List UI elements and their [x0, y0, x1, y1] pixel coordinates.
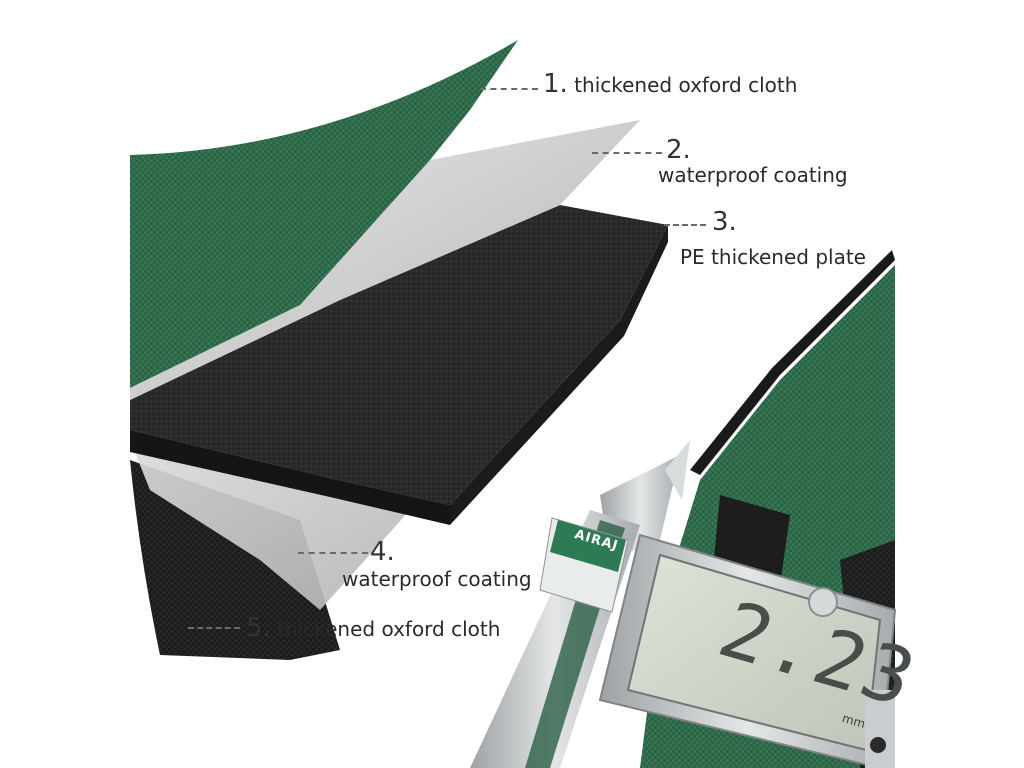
- layer-4-waterproof-coating: [130, 440, 410, 610]
- layer-4-name-label: waterproof coating: [342, 568, 532, 590]
- layer-3-number: 3.: [712, 207, 737, 237]
- layer-4-number: 4.: [370, 537, 395, 567]
- caliper-power-button[interactable]: [870, 737, 886, 753]
- layer-1-number: 1.: [543, 69, 568, 99]
- caliper-thumb-knob: [808, 587, 838, 617]
- layer-5-label: 5. thickened oxford cloth: [246, 614, 500, 643]
- layer-2-waterproof-coating: [130, 120, 640, 400]
- leader-line-5: [188, 627, 240, 629]
- layer-1-green-oxford-cloth: [130, 40, 518, 388]
- leader-line-3: [664, 224, 706, 226]
- layer-3-name-label: PE thickened plate: [680, 246, 866, 268]
- layer-3-label: 3.: [712, 208, 737, 237]
- digital-caliper: [470, 440, 897, 768]
- layer-3-pe-plate-side: [450, 225, 668, 525]
- green-fabric-edge: [690, 250, 895, 475]
- layer-5-number: 5.: [246, 613, 271, 643]
- caliper-button-strip: [865, 690, 895, 768]
- layer-2-label: 2.: [666, 136, 691, 165]
- leader-line-4: [298, 552, 368, 554]
- layer-3-pe-plate-edge: [130, 430, 450, 525]
- layer-1-name: thickened oxford cloth: [574, 73, 798, 97]
- layer-2-number: 2.: [666, 135, 691, 165]
- layer-2-name-label: waterproof coating: [658, 164, 848, 186]
- layer-3-name: PE thickened plate: [680, 245, 866, 269]
- layer-3-pe-plate-top: [130, 205, 668, 505]
- layer-1-label: 1. thickened oxford cloth: [543, 70, 797, 99]
- layer-2-name: waterproof coating: [658, 163, 848, 187]
- layer-4-label: 4.: [370, 538, 395, 567]
- caliper-brand-band: [550, 520, 626, 572]
- caliper-jaw-tip: [665, 440, 690, 500]
- leader-line-2: [592, 152, 662, 154]
- leader-line-1: [480, 88, 538, 90]
- layer-4-name: waterproof coating: [342, 567, 532, 591]
- layer-5-name: thickened oxford cloth: [277, 617, 501, 641]
